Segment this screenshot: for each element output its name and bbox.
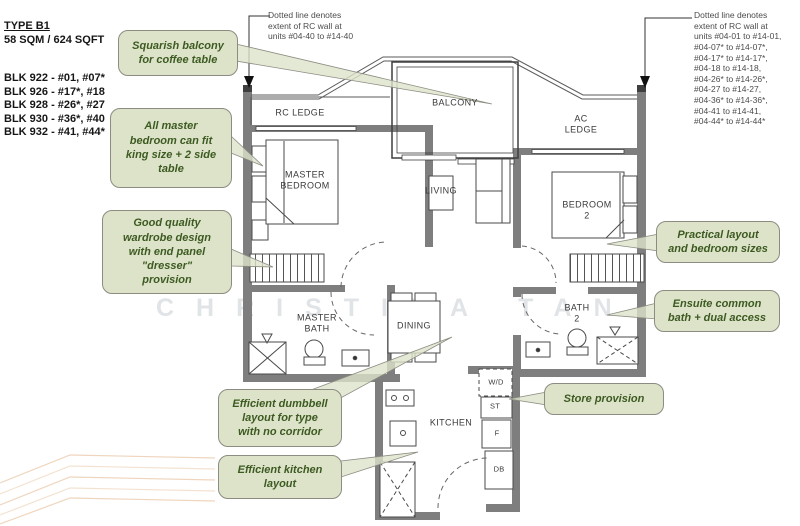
bath2-fixtures xyxy=(525,326,639,365)
room-label-kitchen: KITCHEN xyxy=(429,417,473,428)
master-bed-icon xyxy=(265,139,339,225)
kitchen-sink-icon xyxy=(389,420,417,447)
toilet-icon xyxy=(304,339,324,359)
label-washer-dryer: W/D xyxy=(488,377,504,387)
label-db: DB xyxy=(493,464,505,474)
callout-kitchen-layout: Efficient kitchen layout xyxy=(218,455,342,499)
block-list-item: BLK 930 - #36*, #40 xyxy=(4,112,105,125)
callout-ensuite-bath: Ensuite common bath + dual access xyxy=(654,290,780,332)
callout-balcony: Squarish balcony for coffee table xyxy=(118,30,238,76)
watermark-text: CHRISTINA TAN xyxy=(156,294,634,322)
label-fridge: F xyxy=(494,428,500,438)
rc-wall-note-right: Dotted line denotes extent of RC wall at… xyxy=(694,10,782,127)
callout-wardrobe: Good quality wardrobe design with end pa… xyxy=(102,210,232,294)
dining-table-icon xyxy=(387,300,441,354)
master-bedroom-furniture xyxy=(249,139,339,283)
stove-icon xyxy=(385,389,415,407)
block-list: BLK 922 - #01, #07* BLK 926 - #17*, #18 … xyxy=(4,72,105,140)
rc-wall-outline xyxy=(250,56,637,148)
window-slots xyxy=(255,126,625,154)
block-list-item: BLK 932 - #41, #44* xyxy=(4,126,105,138)
master-wardrobe-icon xyxy=(249,253,325,283)
toilet-icon xyxy=(567,328,587,348)
living-furniture xyxy=(428,158,511,224)
room-label-balcony: BALCONY xyxy=(432,97,478,108)
balcony-walls xyxy=(391,61,519,165)
room-label-bedroom2: BEDROOM 2 xyxy=(562,199,612,220)
room-label-master-bath: MASTER BATH xyxy=(297,312,337,333)
room-label-living: LIVING xyxy=(425,185,457,196)
callout-dumbbell-layout: Efficient dumbbell layout for type with … xyxy=(218,389,342,447)
room-label-ac-ledge: AC LEDGE xyxy=(564,113,598,134)
kitchen-fixtures xyxy=(379,368,514,518)
room-label-dining: DINING xyxy=(397,320,431,331)
rc-wall-note-left: Dotted line denotes extent of RC wall at… xyxy=(268,10,354,42)
room-label-bath2: BATH 2 xyxy=(564,302,590,323)
block-list-item: BLK 922 - #01, #07* xyxy=(4,72,105,84)
callout-bedroom-layout: Practical layout and bedroom sizes xyxy=(656,221,780,263)
washer-dryer-icon xyxy=(478,368,513,397)
shower-symbol-icon xyxy=(261,333,273,345)
coffee-table-icon xyxy=(428,175,454,211)
callout-master-bed: All master bedroom can fit king size + 2… xyxy=(110,108,232,188)
db-box-icon xyxy=(484,450,514,490)
unit-type-label: TYPE B1 xyxy=(4,20,50,32)
block-list-item: BLK 928 - #26*, #27 xyxy=(4,99,105,111)
bedroom2-bed-icon xyxy=(551,171,625,239)
store-icon xyxy=(480,396,513,419)
room-label-master-bedroom: MASTER BEDROOM xyxy=(280,169,330,190)
shower-symbol-icon xyxy=(609,326,621,336)
bedroom2-furniture xyxy=(551,171,645,283)
fridge-icon xyxy=(481,419,512,449)
door-arcs xyxy=(330,241,561,509)
decorative-swoosh-lines xyxy=(0,454,216,525)
bedroom2-wardrobe-icon xyxy=(569,253,645,283)
master-bath-fixtures xyxy=(248,333,370,375)
room-label-rc-ledge: RC LEDGE xyxy=(275,107,325,118)
block-list-item: BLK 926 - #17*, #18 xyxy=(4,85,105,98)
label-store: ST xyxy=(490,401,500,411)
callout-store-provision: Store provision xyxy=(544,383,664,415)
unit-size-label: 58 SQM / 624 SQFT xyxy=(4,34,105,46)
